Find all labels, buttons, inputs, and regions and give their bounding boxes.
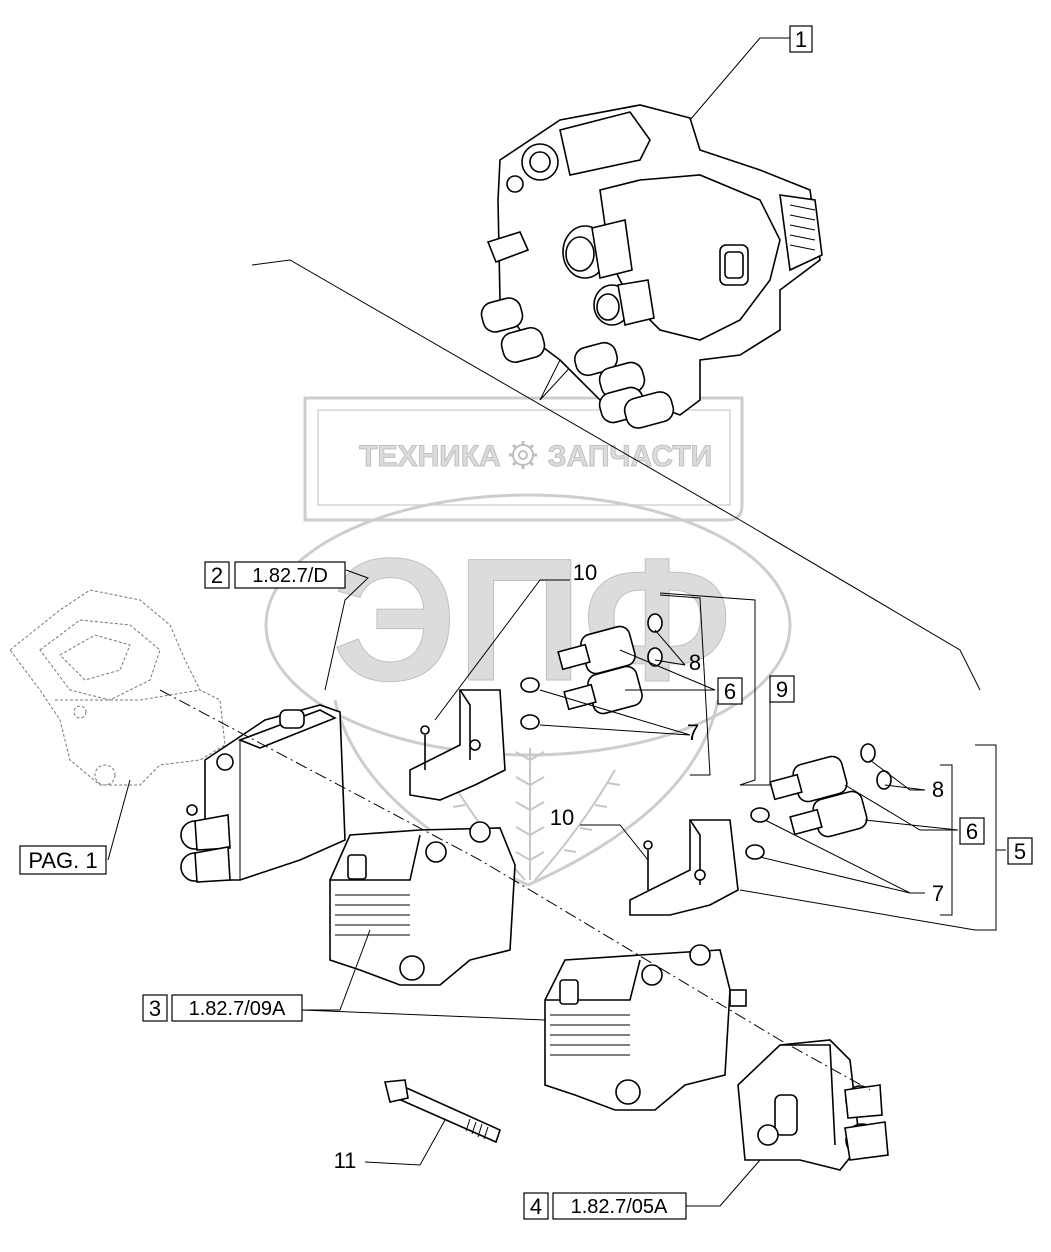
solenoid-upper-2 — [563, 665, 643, 715]
callout-box-6-lower — [959, 817, 985, 845]
ref-box-2 — [234, 561, 346, 589]
callout-10-upper: 10 — [573, 560, 597, 585]
kit-lower-leaders — [580, 744, 1006, 931]
callout-10-lower: 10 — [550, 805, 574, 830]
callout-3: 3 — [149, 996, 161, 1021]
ref-3: 1.82.7/09A — [189, 998, 286, 1020]
callout-box-1 — [789, 25, 813, 53]
kit-lower — [629, 743, 892, 916]
callout-6-lower: 6 — [966, 819, 978, 844]
control-section-1 — [329, 821, 516, 986]
valve-assembly-main — [480, 104, 823, 429]
solenoid-lower-2 — [789, 790, 868, 838]
callout-9: 9 — [776, 677, 788, 702]
outlet-section — [737, 1039, 889, 1171]
gear-icon — [509, 441, 537, 469]
leader-3a — [302, 929, 371, 1011]
coupling-large-1 — [562, 219, 633, 279]
callout-8-upper: 8 — [689, 650, 701, 675]
inlet-section — [180, 704, 346, 883]
callout-7-lower: 7 — [932, 881, 944, 906]
fittings-lower-left — [480, 297, 675, 429]
ref-box-4 — [552, 1192, 687, 1220]
callout-box-4 — [523, 1192, 549, 1220]
callout-7-upper: 7 — [687, 720, 699, 745]
callout-box-5 — [1007, 837, 1033, 865]
callout-6-upper: 6 — [724, 679, 736, 704]
solenoid-lower-1 — [769, 755, 848, 803]
leader-1 — [689, 37, 790, 121]
kit-upper — [409, 613, 663, 801]
control-section-2 — [544, 944, 747, 1111]
leader-3b — [301, 1009, 546, 1021]
callout-4: 4 — [530, 1194, 542, 1219]
assembly-axis — [159, 689, 871, 1091]
callout-box-2 — [204, 561, 230, 589]
ref-2: 1.82.7/D — [252, 565, 328, 587]
callout-box-6-upper — [717, 677, 743, 705]
leader-11 — [364, 1119, 446, 1166]
page-ref-box — [19, 845, 107, 875]
page-ref: PAG. 1 — [28, 848, 97, 873]
coupling-large-2 — [593, 279, 655, 326]
ghost-housing — [9, 589, 226, 786]
tie-bolt — [383, 1079, 501, 1144]
ref-4: 1.82.7/05A — [571, 1196, 668, 1218]
callout-box-3 — [142, 994, 168, 1022]
callout-1: 1 — [795, 27, 807, 52]
callout-11: 11 — [334, 1148, 357, 1173]
leader-2 — [324, 569, 369, 691]
watermark-text-left: ТЕХНИКА — [359, 440, 501, 473]
callout-box-9 — [769, 675, 795, 703]
leader-4 — [686, 1159, 761, 1207]
callout-2: 2 — [211, 563, 223, 588]
leader-pag1 — [107, 779, 131, 861]
callout-5: 5 — [1014, 839, 1026, 864]
ref-box-3 — [171, 994, 303, 1022]
callout-8-lower: 8 — [932, 777, 944, 802]
